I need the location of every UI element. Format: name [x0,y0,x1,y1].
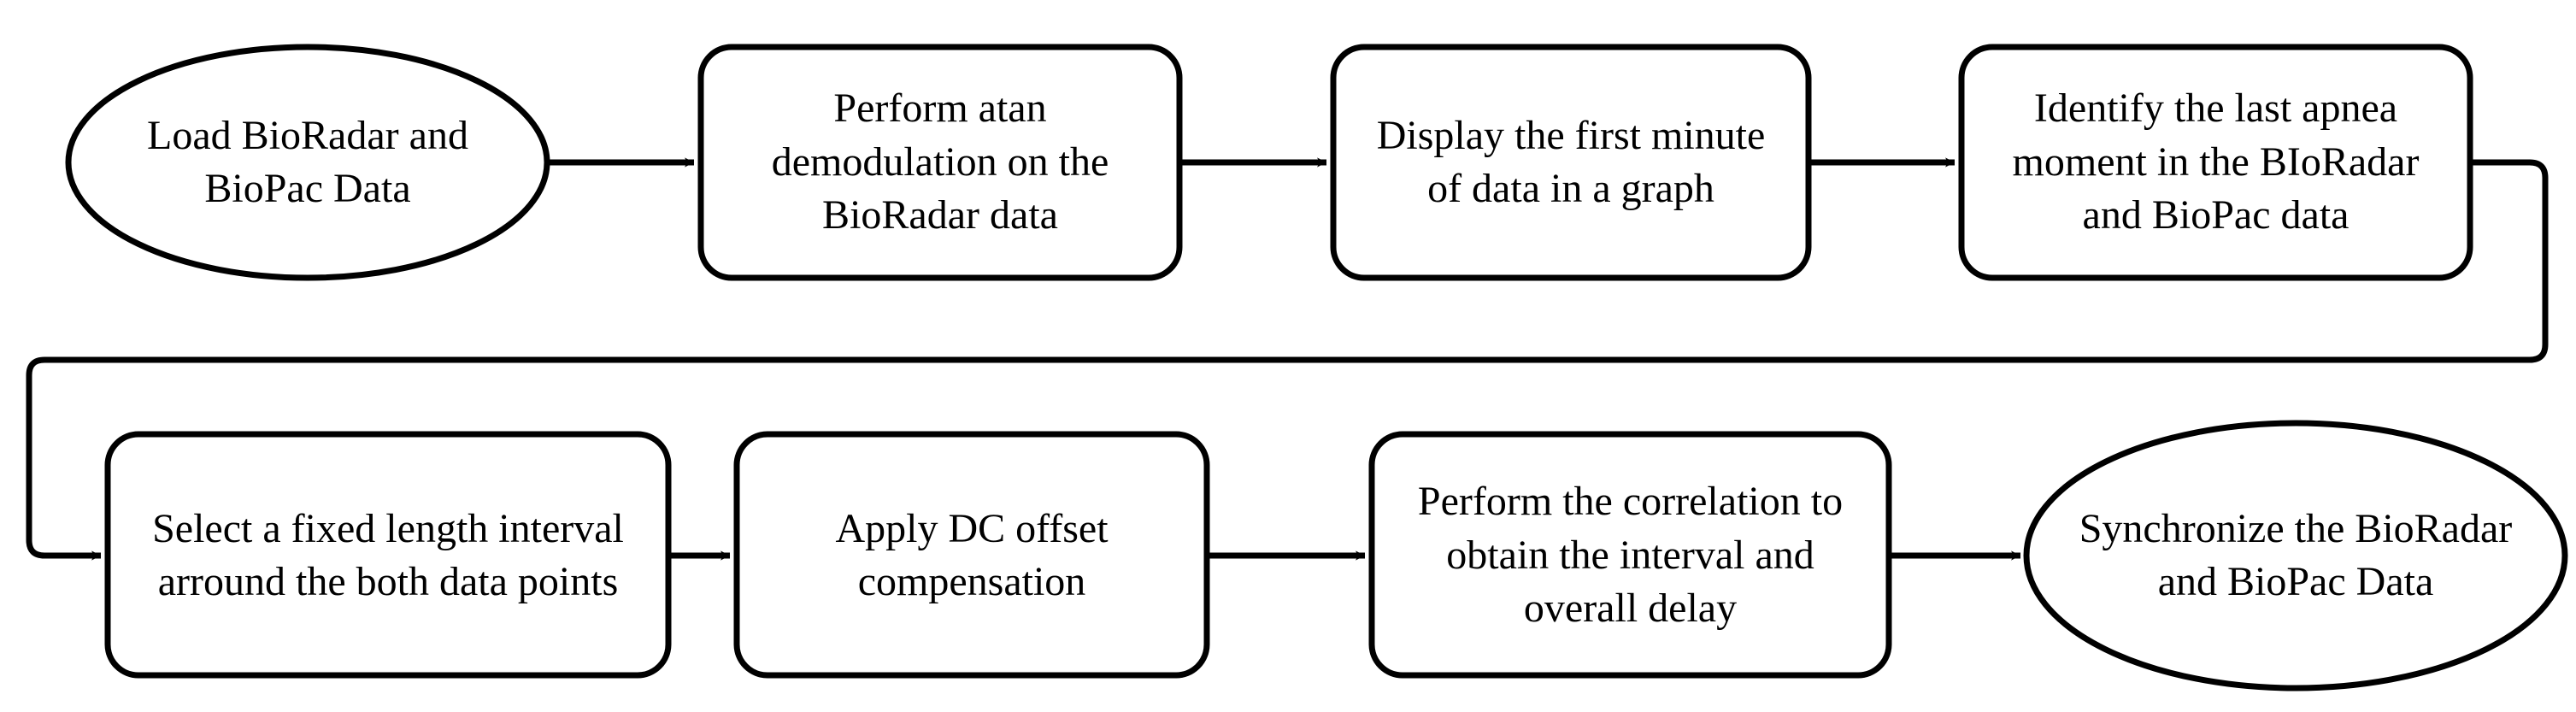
node-n1-load-data[interactable] [68,47,547,278]
node-shape-n4[interactable] [1958,44,2473,281]
node-n2-atan-demodulation[interactable] [701,47,1179,278]
node-n3-display-first-minute[interactable] [1333,47,1808,278]
node-n7-correlation[interactable] [1372,434,1889,675]
node-shape-n8[interactable] [2023,420,2568,691]
node-shape-n5[interactable] [104,431,672,679]
node-shape-n1[interactable] [65,44,550,281]
node-n5-select-interval[interactable] [108,434,668,675]
node-n4-identify-apnea[interactable] [1961,47,2470,278]
node-shape-n7[interactable] [1368,431,1892,679]
node-shape-n2[interactable] [697,44,1183,281]
node-shape-n3[interactable] [1330,44,1812,281]
node-n8-synchronize[interactable] [2026,423,2565,688]
edge-n4-n5-wrap [26,159,2549,561]
node-n6-dc-offset[interactable] [737,434,1207,675]
node-shape-n6[interactable] [733,431,1210,679]
